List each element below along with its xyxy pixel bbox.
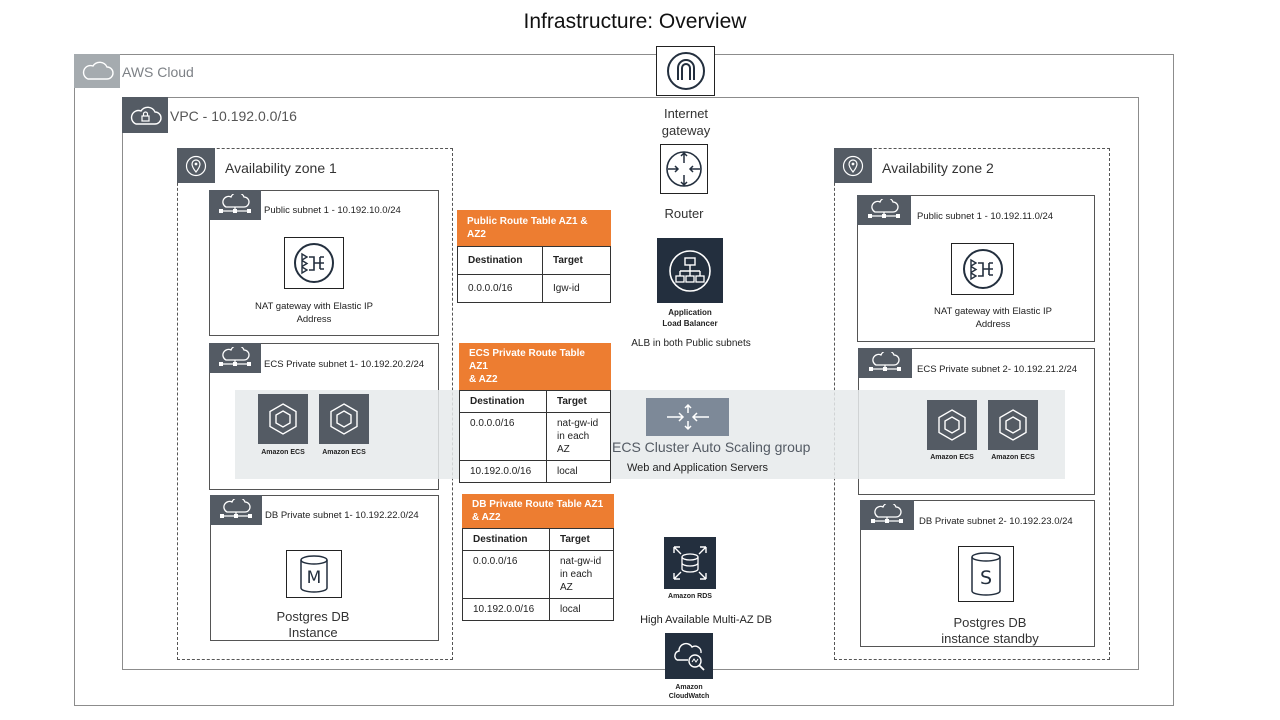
router-icon [660,144,708,194]
subnet-icon [209,190,261,220]
table-cell: local [549,598,614,621]
alb-note: ALB in both Public subnets [631,338,751,349]
ecs-label: Amazon ECS [322,449,366,456]
load-balancer-icon [657,238,723,303]
db-route-table: DB Private Route Table AZ1& AZ2 Destinat… [462,494,614,621]
public-route-table: Public Route Table AZ1 & AZ2 Destination… [457,210,611,303]
table-header: Destination [462,528,550,551]
ecs-label: Amazon ECS [991,454,1035,461]
location-pin-icon [177,148,215,183]
az1-db-subnet [210,495,439,641]
location-pin-icon [834,148,872,183]
cloudwatch-icon [665,633,713,679]
table-header: Destination [459,390,547,413]
az1-public-subnet [209,190,439,336]
aws-cloud-label: AWS Cloud [122,64,194,80]
aws-cloud-group [74,54,1174,706]
subnet-icon [209,343,261,373]
table-cell: 0.0.0.0/16 [462,550,550,599]
database-icon: M [286,550,342,598]
az1-label: Availability zone 1 [225,160,337,176]
table-header: Target [549,528,614,551]
ecs-icon [258,394,308,444]
ecs-icon [927,400,977,450]
az2-public-subnet-label: Public subnet 1 - 10.192.11.0/24 [917,211,1054,222]
table-cell: 10.192.0.0/16 [459,460,547,483]
az2-ecs-subnet-label: ECS Private subnet 2- 10.192.21.2/24 [917,364,1078,375]
table-header: Target [542,246,611,275]
public-route-table-title: Public Route Table AZ1 & AZ2 [457,210,611,246]
table-cell: 0.0.0.0/16 [459,412,547,461]
cloud-icon [74,54,120,88]
internet-gateway-icon [656,46,715,96]
nat-gateway-icon [284,237,344,289]
az2-public-subnet [857,195,1095,342]
az1-db-subnet-label: DB Private subnet 1- 10.192.22.0/24 [265,510,419,521]
table-header: Target [546,390,611,413]
ecs-label: Amazon ECS [930,454,974,461]
ecs-route-table-title: ECS Private Route Table AZ1& AZ2 [459,343,611,390]
subnet-icon [860,500,914,530]
svg-text:S: S [980,567,992,589]
vpc-icon [122,97,168,133]
rds-icon [664,537,716,589]
az2-label: Availability zone 2 [882,160,994,176]
auto-scaling-icon [646,398,729,436]
table-cell: 10.192.0.0/16 [462,598,550,621]
auto-scaling-sub: Web and Application Servers [627,462,769,474]
table-header: Destination [457,246,543,275]
az2-db-subnet [860,500,1095,647]
table-cell: Igw-id [542,274,611,303]
ecs-label: Amazon ECS [261,449,305,456]
subnet-icon [210,495,262,525]
svg-text:M: M [307,568,322,588]
table-cell: 0.0.0.0/16 [457,274,543,303]
az1-ecs-subnet-label: ECS Private subnet 1- 10.192.20.2/24 [264,359,425,370]
rds-label: Amazon RDS [668,593,712,600]
vpc-group [122,97,1139,670]
db-route-table-title: DB Private Route Table AZ1& AZ2 [462,494,614,528]
auto-scaling-label: ECS Cluster Auto Scaling group [612,439,811,455]
az1-public-subnet-label: Public subnet 1 - 10.192.10.0/24 [264,205,401,216]
nat-gateway-icon [951,243,1014,295]
page-title: Infrastructure: Overview [523,10,747,33]
vpc-label: VPC - 10.192.0.0/16 [170,108,297,124]
database-icon: S [958,546,1014,602]
subnet-icon [858,348,912,378]
subnet-icon [857,195,911,225]
table-cell: local [546,460,611,483]
rds-note: High Available Multi-AZ DB [640,614,772,626]
ecs-route-table: ECS Private Route Table AZ1& AZ2 Destina… [459,343,611,483]
router-label: Router [664,206,704,221]
az2-db-subnet-label: DB Private subnet 2- 10.192.23.0/24 [919,516,1073,527]
ecs-icon [319,394,369,444]
ecs-icon [988,400,1038,450]
